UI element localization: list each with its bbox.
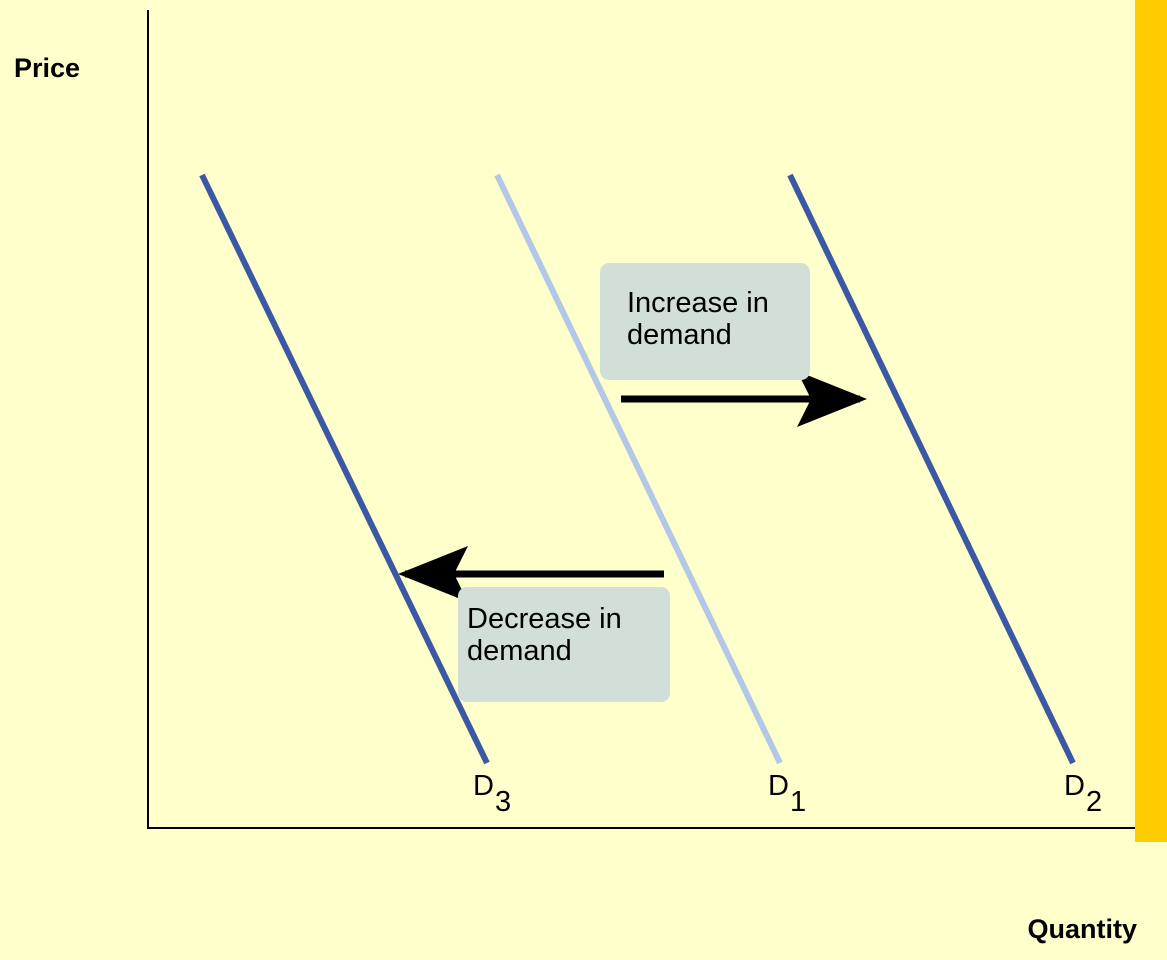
increase-callout: Increase in demand: [600, 263, 810, 380]
curve-label-d1-letter: D: [768, 770, 789, 802]
y-axis-label: Price: [14, 53, 81, 83]
demand-curve-d3: [199, 173, 490, 765]
curve-label-d3: D3: [473, 770, 511, 817]
x-axis-label: Quantity: [1027, 914, 1137, 944]
curve-label-d2-subscript: 2: [1085, 786, 1103, 818]
demand-curve-d2: [787, 173, 1076, 765]
curve-label-d3-letter: D: [473, 770, 494, 802]
accent-side-bar: [1135, 0, 1167, 842]
demand-curve-d1: [494, 173, 783, 765]
curve-label-d3-subscript: 3: [494, 786, 512, 818]
curve-label-d1: D1: [768, 770, 806, 817]
decrease-callout: Decrease in demand: [458, 587, 670, 702]
curve-label-d2: D2: [1064, 770, 1102, 817]
increase-callout-text: Increase in demand: [627, 287, 769, 351]
decrease-callout-text: Decrease in demand: [467, 603, 622, 667]
curve-label-d1-subscript: 1: [789, 786, 807, 818]
curve-label-d2-letter: D: [1064, 770, 1085, 802]
